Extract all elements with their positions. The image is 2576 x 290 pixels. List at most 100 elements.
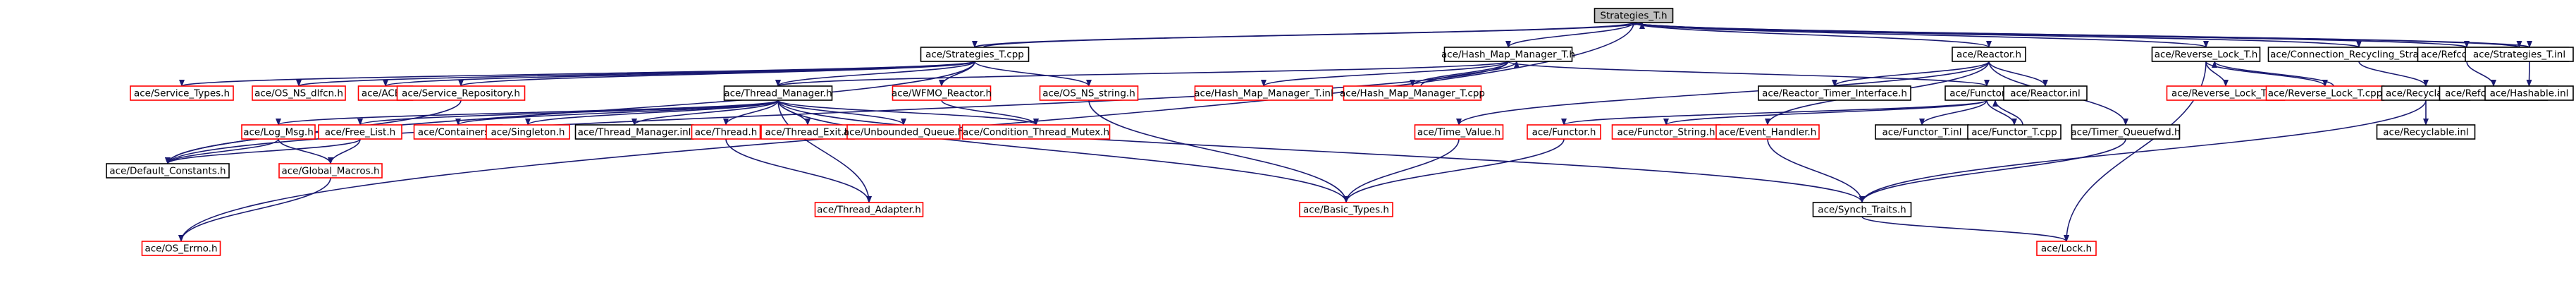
node-box	[2151, 47, 2261, 62]
node-strategies-t-inl[interactable]: ace/Strategies_T.inl	[2465, 47, 2574, 62]
node-label: ace/Thread.h	[695, 127, 758, 138]
node-reverse-lock-t-cpp[interactable]: ace/Reverse_Lock_T.cpp	[2265, 85, 2385, 101]
graph-nodes: Strategies_T.h ace/Strategies_T.cpp ace/Ha…	[106, 8, 2574, 256]
edge-strategies-t-cpp-to-strategies-t-h	[982, 22, 1645, 48]
node-lock-h[interactable]: ace/Lock.h	[2036, 241, 2097, 256]
node-box	[1527, 124, 1601, 140]
node-functor-h[interactable]: ace/Functor.h	[1527, 124, 1601, 140]
node-box	[1952, 47, 2026, 62]
node-reverse-lock-t-h[interactable]: ace/Reverse_Lock_T.h	[2151, 47, 2261, 62]
edge-thread-manager-h-to-condition-thread-mutex-h	[777, 99, 1039, 126]
edge-functor-t-h-to-functor-h	[1561, 99, 1988, 126]
node-functor-string-h[interactable]: ace/Functor_String.h	[1611, 124, 1721, 140]
node-functor-t-cpp[interactable]: ace/Functor_T.cpp	[1967, 124, 2062, 140]
node-thread-manager-h[interactable]: ace/Thread_Manager.h	[723, 85, 833, 101]
node-label: ace/Functor_T.cpp	[1971, 127, 2057, 138]
edge-strategies-t-cpp-to-os-ns-string-h	[974, 61, 1092, 87]
node-hashable-inl[interactable]: ace/Hashable.inl	[2484, 85, 2574, 101]
node-label: ace/Hash_Map_Manager_T.cpp	[1340, 88, 1485, 99]
edge-strategies-t-h-to-strategies-t-inl	[1633, 22, 2522, 48]
node-timer-queuefwd-h[interactable]: ace/Timer_Queuefwd.h	[2071, 124, 2181, 140]
edge-strategies-t-h-to-connection-recycling-strategy-h	[1633, 22, 2362, 48]
node-label: ace/Singleton.h	[491, 127, 565, 138]
node-hash-map-manager-t-cpp[interactable]: ace/Hash_Map_Manager_T.cpp	[1340, 85, 1485, 101]
edge-reverse-lock-t-h-to-reverse-lock-t-cpp	[2205, 61, 2328, 87]
node-free-list-h[interactable]: ace/Free_List.h	[318, 124, 402, 140]
edge-free-list-h-to-default-constants-h	[165, 138, 361, 164]
node-os-ns-string-h[interactable]: ace/OS_NS_string.h	[1039, 85, 1139, 101]
node-thread-manager-inl[interactable]: ace/Thread_Manager.inl	[574, 124, 694, 140]
node-service-repository-h[interactable]: ace/Service_Repository.h	[396, 85, 526, 101]
node-containers-h[interactable]: ace/Containers.h	[413, 124, 503, 140]
node-label: ace/Time_Value.h	[1417, 127, 1500, 138]
node-box	[2036, 241, 2097, 256]
edge-thread-manager-h-to-singleton-h	[525, 99, 779, 126]
node-box	[1039, 85, 1139, 101]
node-recyclable-inl[interactable]: ace/Recyclable.inl	[2376, 124, 2476, 140]
node-thread-h[interactable]: ace/Thread.h	[691, 124, 761, 140]
edge-recyclable-h-to-synch-traits-h	[1859, 99, 2427, 203]
node-strategies-t-h[interactable]: Strategies_T.h	[1594, 8, 1674, 23]
node-connection-recycling-strategy-h[interactable]: ace/Connection_Recycling_Strategy.h	[2267, 47, 2451, 62]
edge-thread-manager-h-to-containers-h	[455, 99, 779, 126]
node-thread-exit-h[interactable]: ace/Thread_Exit.h	[760, 124, 855, 140]
node-box	[892, 85, 992, 101]
edge-thread-manager-h-to-unbounded-queue-h	[777, 99, 906, 126]
node-box	[241, 124, 316, 140]
node-reactor-timer-interface-h[interactable]: ace/Reactor_Timer_Interface.h	[1758, 85, 1911, 101]
node-service-types-h[interactable]: ace/Service_Types.h	[130, 85, 234, 101]
node-box	[846, 124, 961, 140]
node-reactor-h[interactable]: ace/Reactor.h	[1952, 47, 2026, 62]
node-label: ace/Hash_Map_Manager_T.h	[1441, 49, 1575, 61]
edge-hash-map-manager-t-h-to-hash-map-manager-t-cpp	[1410, 61, 1509, 87]
node-label: ace/Containers.h	[418, 127, 498, 138]
node-label: Strategies_T.h	[1600, 11, 1667, 22]
node-default-constants-h[interactable]: ace/Default_Constants.h	[106, 163, 230, 179]
node-global-macros-h[interactable]: ace/Global_Macros.h	[278, 163, 383, 179]
node-label: ace/Synch_Traits.h	[1818, 205, 1906, 216]
edge-strategies-t-h-to-reverse-lock-t-h	[1633, 22, 2209, 48]
edge-os-ns-string-h-to-basic-types-h	[1088, 99, 1349, 203]
node-box	[1343, 85, 1482, 101]
node-synch-traits-h[interactable]: ace/Synch_Traits.h	[1812, 202, 1912, 217]
node-hash-map-manager-t-inl[interactable]: ace/Hash_Map_Manager_T.inl	[1194, 85, 1333, 101]
edge-time-value-h-to-basic-types-h	[1343, 138, 1460, 203]
edge-thread-manager-h-to-synch-traits-h	[777, 99, 1865, 203]
node-box	[106, 163, 230, 179]
node-wfmo-reactor-h[interactable]: ace/WFMO_Reactor.h	[892, 85, 992, 101]
node-box	[814, 202, 924, 217]
node-event-handler-h[interactable]: ace/Event_Handler.h	[1715, 124, 1820, 140]
node-label: ace/Thread_Manager.inl	[578, 127, 691, 138]
node-box	[1758, 85, 1911, 101]
node-thread-adapter-h[interactable]: ace/Thread_Adapter.h	[814, 202, 924, 217]
node-reactor-inl[interactable]: ace/Reactor.inl	[2003, 85, 2088, 101]
node-unbounded-queue-h[interactable]: ace/Unbounded_Queue.h	[844, 124, 963, 140]
node-label: ace/Reactor_Timer_Interface.h	[1762, 88, 1907, 99]
node-condition-thread-mutex-h[interactable]: ace/Condition_Thread_Mutex.h	[961, 124, 1111, 140]
node-os-ns-dlfcn-h[interactable]: ace/OS_NS_dlfcn.h	[252, 85, 346, 101]
node-label: ace/OS_Errno.h	[144, 243, 217, 255]
edge-strategies-t-h-to-reactor-h	[1633, 22, 1992, 48]
node-label: ace/Recyclable.inl	[2383, 127, 2468, 138]
node-label: ace/OS_NS_string.h	[1042, 88, 1135, 99]
node-box	[2484, 85, 2574, 101]
node-os-errno-h[interactable]: ace/OS_Errno.h	[141, 241, 221, 256]
edge-functor-h-to-basic-types-h	[1343, 138, 1565, 203]
edge-hash-map-manager-t-cpp-to-hash-map-manager-t-h	[1420, 61, 1520, 87]
edge-functor-t-h-to-functor-string-h	[1663, 99, 1988, 126]
graph-edges	[165, 22, 2532, 242]
node-singleton-h[interactable]: ace/Singleton.h	[486, 124, 570, 140]
node-box	[723, 85, 833, 101]
node-label: ace/Unbounded_Queue.h	[844, 127, 963, 138]
node-basic-types-h[interactable]: ace/Basic_Types.h	[1299, 202, 1393, 217]
node-box	[486, 124, 570, 140]
edge-thread-manager-h-to-thread-manager-inl	[631, 99, 779, 126]
edge-hashable-h-to-hashable-inl	[2526, 61, 2532, 87]
node-functor-t-inl[interactable]: ace/Functor_T.inl	[1875, 124, 1969, 140]
node-hash-map-manager-t-h[interactable]: ace/Hash_Map_Manager_T.h	[1441, 47, 1575, 62]
node-strategies-t-cpp[interactable]: ace/Strategies_T.cpp	[920, 47, 1030, 62]
node-label: ace/Event_Handler.h	[1719, 127, 1817, 138]
node-box	[2376, 124, 2476, 140]
node-log-msg-h[interactable]: ace/Log_Msg.h	[241, 124, 316, 140]
node-time-value-h[interactable]: ace/Time_Value.h	[1414, 124, 1504, 140]
